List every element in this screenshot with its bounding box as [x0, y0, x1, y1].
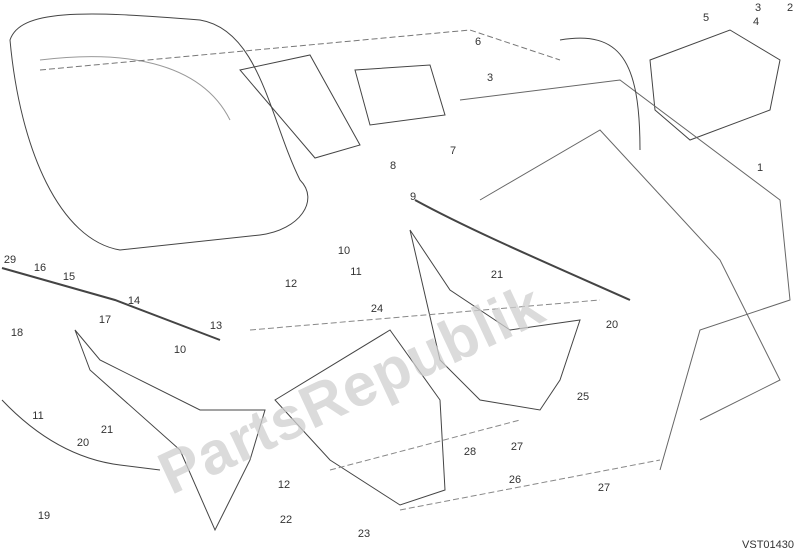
- callout-label: 24: [370, 303, 384, 315]
- callout-label: 21: [100, 424, 114, 436]
- callout-label: 3: [754, 2, 762, 14]
- callout-label: 20: [76, 437, 90, 449]
- callout-label: 4: [752, 16, 760, 28]
- callout-label: 23: [357, 528, 371, 540]
- callout-label: 26: [508, 474, 522, 486]
- callout-label: 19: [37, 510, 51, 522]
- callout-label: 11: [32, 410, 44, 422]
- drawing-code: VST01430: [742, 539, 794, 551]
- trim-19: [1, 399, 161, 471]
- battery-box-1: [649, 29, 781, 141]
- cable: [559, 37, 641, 151]
- callout-label: 17: [98, 314, 112, 326]
- callout-label: 13: [209, 320, 223, 332]
- callout-label: 29: [3, 254, 17, 266]
- callout-label: 27: [510, 441, 524, 453]
- callout-label: 9: [409, 191, 417, 203]
- callout-label: 14: [127, 295, 141, 307]
- tank-bag-8: [239, 54, 361, 159]
- callout-label: 12: [277, 479, 291, 491]
- dashed-assembly: [249, 299, 661, 511]
- trim-17: [1, 267, 221, 341]
- center-panel-22: [274, 329, 446, 506]
- callout-label: 7: [449, 145, 457, 157]
- callout-label: 28: [463, 446, 477, 458]
- callout-label: 10: [337, 245, 351, 257]
- callout-label: 20: [605, 319, 619, 331]
- callout-label: 3: [486, 72, 494, 84]
- callout-label: 21: [490, 269, 504, 281]
- callout-label: 1: [756, 162, 764, 174]
- callout-label: 10: [173, 344, 187, 356]
- frame: [459, 79, 791, 471]
- callout-label: 27: [597, 482, 611, 494]
- callout-label: 12: [284, 278, 298, 290]
- callout-label: 25: [576, 391, 590, 403]
- manual-7: [354, 64, 446, 126]
- callout-label: 15: [62, 271, 76, 283]
- callout-label: 6: [474, 36, 482, 48]
- callout-label: 18: [10, 327, 24, 339]
- callout-label: 16: [33, 262, 47, 274]
- callout-label: 11: [350, 266, 362, 278]
- callout-label: 5: [702, 12, 710, 24]
- side-panel-left-18: [74, 329, 266, 532]
- callout-label: 2: [786, 2, 794, 14]
- seat: [9, 13, 309, 251]
- seat-dashed-box: [39, 29, 561, 71]
- side-panel-right-25: [409, 229, 581, 411]
- seat-inner-line: [39, 56, 231, 121]
- strap-9: [414, 199, 631, 301]
- callout-label: 8: [389, 160, 397, 172]
- callout-label: 22: [279, 514, 293, 526]
